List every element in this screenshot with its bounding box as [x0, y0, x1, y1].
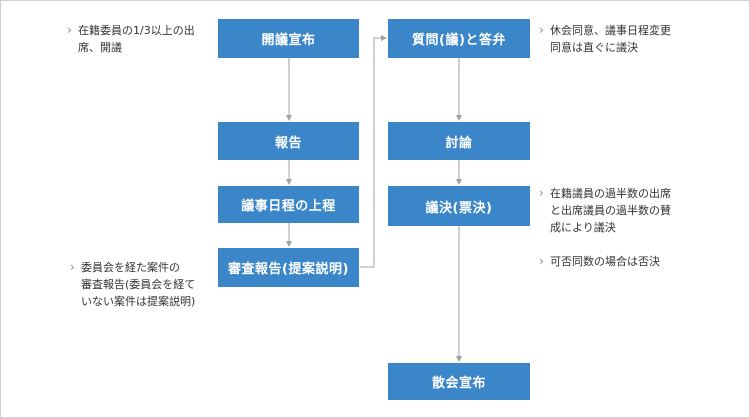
- note-recess: 休会同意、議事日程変更 同意は直ぐに議決: [537, 22, 671, 56]
- step-close: 散会宣布: [388, 363, 530, 400]
- note-tie-line-1: 可否同数の場合は否決: [550, 255, 660, 268]
- note-majority-line-2: と出席議員の過半数の賛: [550, 204, 671, 217]
- step-question: 質問(議)と答弁: [388, 19, 530, 58]
- note-committee-line-1: 委員会を経た案件の: [81, 261, 180, 274]
- note-recess-line-2: 同意は直ぐに議決: [550, 41, 638, 54]
- step-vote: 議決(票決): [388, 186, 530, 226]
- step-agenda: 議事日程の上程: [218, 186, 359, 223]
- note-committee-line-3: いない案件は提案説明): [81, 295, 196, 308]
- note-majority: 在籍議員の過半数の出席 と出席議員の過半数の賛 成により議決: [537, 185, 671, 236]
- note-majority-line-3: 成により議決: [550, 221, 616, 234]
- note-majority-line-1: 在籍議員の過半数の出席: [550, 187, 671, 200]
- note-tie: 可否同数の場合は否決: [537, 253, 660, 270]
- note-quorum-line-2: 席、開議: [78, 41, 122, 54]
- step-review: 審査報告(提案説明): [218, 248, 359, 287]
- step-debate: 討論: [388, 122, 530, 160]
- step-report: 報告: [218, 122, 359, 160]
- step-open: 開議宣布: [218, 19, 359, 58]
- note-quorum-line-1: 在籍委員の1/3以上の出: [78, 24, 195, 37]
- note-quorum: 在籍委員の1/3以上の出 席、開議: [65, 22, 195, 56]
- note-committee: 委員会を経た案件の 審査報告(委員会を経て いない案件は提案説明): [68, 259, 195, 310]
- note-recess-line-1: 休会同意、議事日程変更: [550, 24, 671, 37]
- arrow-review-to-question: [360, 35, 387, 268]
- note-committee-line-2: 審査報告(委員会を経て: [81, 278, 196, 291]
